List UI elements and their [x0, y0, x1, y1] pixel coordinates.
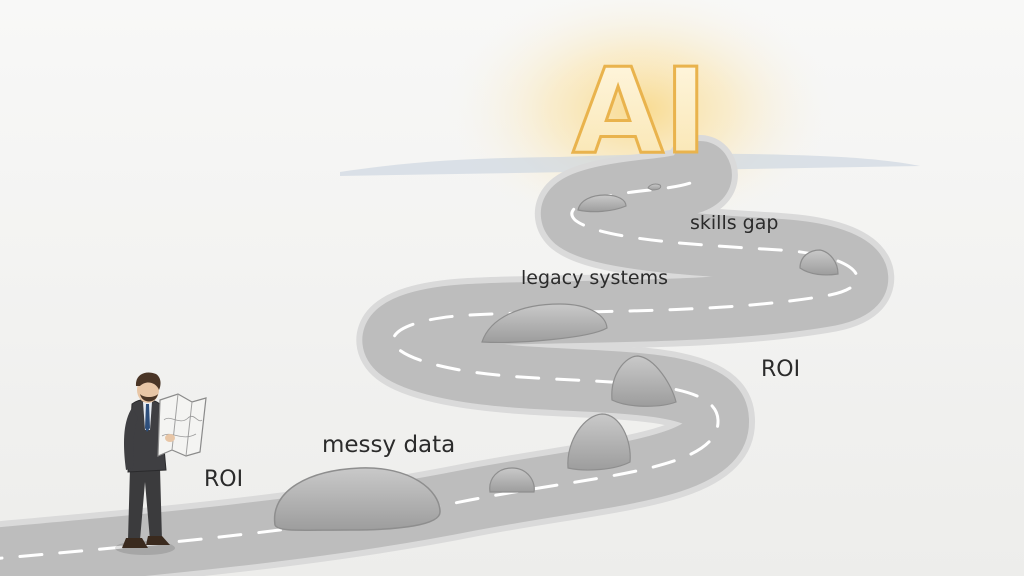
man-shoe-left: [122, 538, 148, 548]
label-roi-left: ROI: [204, 467, 243, 492]
rock-messy-data: [273, 467, 441, 532]
ai-goal-text: AI: [572, 42, 707, 180]
rock-legacy-systems: [481, 303, 608, 343]
folded-map: [157, 393, 207, 457]
rock-tall-1: [567, 413, 631, 471]
businessman-figure: [122, 372, 207, 548]
rock-distant-2: [647, 183, 662, 191]
man-shoe-right: [146, 536, 170, 545]
rocks: [273, 183, 839, 532]
rock-skills-gap: [799, 249, 839, 276]
label-skills-gap: skills gap: [690, 212, 778, 234]
label-roi-right: ROI: [761, 357, 800, 382]
man-arm-left: [124, 408, 138, 470]
label-legacy-systems: legacy systems: [521, 267, 668, 289]
label-messy-data: messy data: [322, 432, 455, 458]
rock-distant-1: [577, 194, 627, 213]
rock-tall-2: [611, 355, 677, 407]
man-beard: [140, 394, 158, 402]
ai-glow: [440, 0, 840, 240]
man-hair: [135, 372, 161, 390]
man-legs: [128, 468, 162, 540]
road-lane-markings: [0, 170, 859, 560]
man-hand: [165, 434, 175, 442]
man-tie: [145, 404, 150, 432]
map-routes: [161, 415, 203, 438]
rock-small-1: [489, 467, 535, 493]
winding-road: [0, 135, 894, 576]
